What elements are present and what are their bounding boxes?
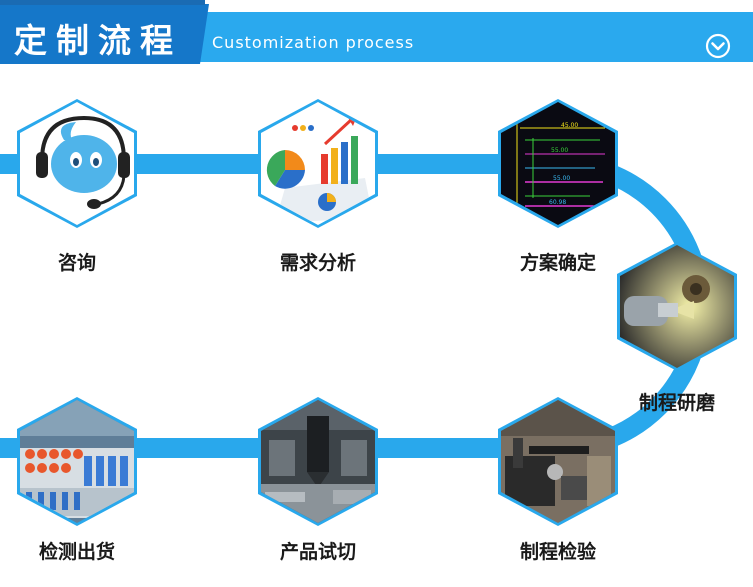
step-label-analysis: 需求分析 — [279, 252, 356, 274]
page-subtitle: Customization process — [212, 33, 415, 52]
step-plan-hexagon[interactable]: 45.00 55.00 55.00 60.98 — [495, 98, 621, 229]
cad-drawing-icon: 45.00 55.00 55.00 60.98 — [516, 122, 605, 210]
page-title: 定制流程 — [14, 21, 182, 60]
svg-text:55.00: 55.00 — [551, 147, 568, 154]
chevron-down-icon[interactable] — [705, 33, 731, 59]
packaged-products-icon — [20, 448, 134, 518]
step-label-consult: 咨询 — [57, 252, 96, 274]
step-label-shipping: 检测出货 — [38, 541, 115, 563]
step-label-grinding: 制程研磨 — [638, 392, 715, 414]
step-label-plan: 方案确定 — [519, 252, 596, 274]
svg-text:55.00: 55.00 — [553, 175, 570, 182]
step-label-trialcut: 产品试切 — [279, 541, 356, 563]
step-analysis-hexagon[interactable] — [255, 98, 381, 229]
step-label-inspection: 制程检验 — [519, 541, 596, 563]
inspection-equipment-icon — [505, 438, 611, 506]
headset-mascot-icon — [36, 115, 130, 209]
svg-text:60.98: 60.98 — [549, 199, 566, 206]
svg-text:45.00: 45.00 — [561, 122, 578, 129]
step-grinding-hexagon[interactable] — [614, 241, 740, 372]
grinding-machine-icon — [624, 275, 710, 326]
step-shipping-hexagon[interactable] — [14, 396, 140, 527]
step-inspection-hexagon[interactable] — [495, 396, 621, 527]
step-consult-hexagon[interactable] — [14, 98, 140, 229]
header-band — [0, 0, 753, 64]
step-trialcut-hexagon[interactable] — [255, 396, 381, 527]
cutting-tool-icon — [261, 400, 375, 523]
